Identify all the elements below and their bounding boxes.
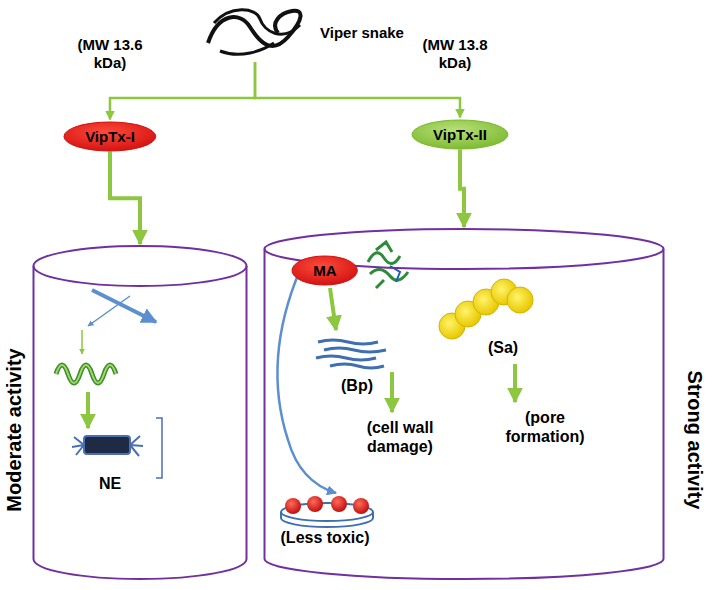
- source-label: Viper snake: [320, 24, 404, 41]
- node-label: VipTx-I: [85, 128, 135, 145]
- right-interior: [277, 242, 533, 527]
- toxin-oval: VipTx-II: [411, 119, 509, 150]
- cylinder-outline: [32, 245, 248, 580]
- snake-drawing: [200, 3, 310, 61]
- node-label: VipTx-II: [433, 126, 487, 143]
- activity-heading: Strong activity: [683, 371, 706, 510]
- toxin-oval: VipTx-I: [63, 121, 157, 152]
- activity-heading: Moderate activity: [3, 348, 26, 511]
- edge-label: (MW 13.8 kDa): [416, 36, 494, 72]
- part-label: (pore formation): [500, 408, 590, 446]
- edge-label: (MW 13.6 kDa): [71, 36, 149, 72]
- part-label: (Less toxic): [281, 528, 370, 547]
- activity-cylinder: Strong activityMA: [263, 228, 665, 580]
- part-label: (Sa): [488, 338, 518, 357]
- snake-figure: Viper snake: [200, 2, 404, 62]
- flow-arrow: [110, 152, 140, 245]
- ma-oval: MA: [291, 255, 358, 286]
- flow-arrow: [460, 150, 464, 228]
- node-label: MA: [313, 262, 336, 279]
- part-label: (cell wall damage): [364, 418, 436, 456]
- part-label: (Bp): [341, 376, 373, 395]
- left-interior: [56, 290, 162, 478]
- activity-cylinder: Moderate activity: [32, 245, 248, 580]
- part-label: NE: [99, 474, 121, 493]
